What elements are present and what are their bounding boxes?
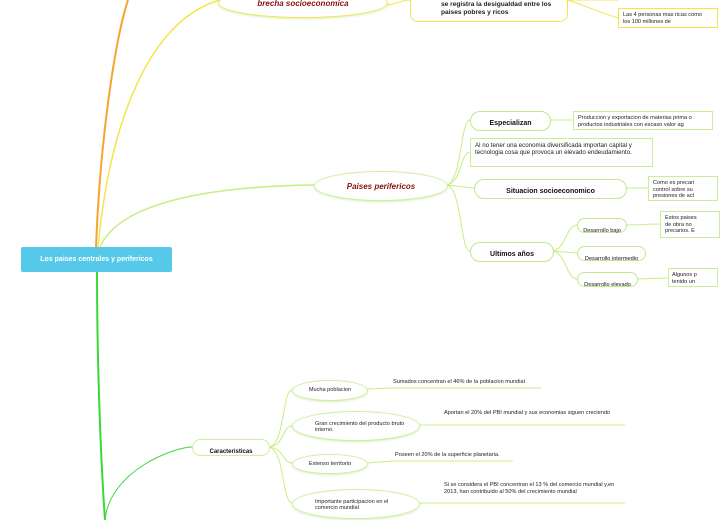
- node-desarrollo-intermedio-label: Desarrollo intermedio: [584, 256, 639, 262]
- node-especializan[interactable]: Especializan: [470, 111, 551, 131]
- node-extenso-territorio[interactable]: Extenso territorio: [292, 454, 368, 474]
- node-desarrollo-bajo[interactable]: Desarrollo bajo: [577, 218, 627, 234]
- node-caracteristicas[interactable]: Caracteristicas: [192, 439, 270, 456]
- node-gran-crecimiento[interactable]: Gran crecimiento del producto bruto inte…: [292, 411, 420, 441]
- note-las-4-personas[interactable]: Las 4 personas mas ricas como los 100 mi…: [618, 8, 718, 28]
- branch-perifericos: [99, 184, 315, 248]
- node-gran-crecimiento-label: Gran crecimiento del producto bruto inte…: [315, 421, 405, 433]
- note-desarrollo-elevado-text: Algunos p tenido un: [672, 272, 697, 285]
- node-desarrollo-bajo-label: Desarrollo bajo: [583, 228, 621, 234]
- node-brecha-label: brecha socioeconomica: [257, 0, 349, 8]
- note-situacion-text: Como es precari control sobre su presion…: [653, 180, 695, 200]
- node-comercio-mundial[interactable]: Importante participacion en el comercio …: [292, 489, 420, 519]
- node-caracteristicas-label: Caracteristicas: [209, 449, 253, 455]
- note-las-4-personas-text: Las 4 personas mas ricas como los 100 mi…: [623, 12, 702, 25]
- branch-bright-green: [96, 271, 106, 520]
- node-paises-perifericos-label: Paises perifericos: [346, 182, 416, 191]
- branch-orange: [95, 0, 129, 248]
- node-ultimos-anos[interactable]: Ultimos años: [470, 242, 554, 262]
- note-superficie-text: Poseen el 20% de la superficie planetari…: [395, 452, 500, 458]
- node-situacion-label: Situacion socioeconomico: [506, 188, 595, 195]
- note-pbi-text: Aportan el 20% del PBI mundial y sus eco…: [444, 410, 611, 416]
- note-produccion[interactable]: Produccion y exportacion de materias pri…: [573, 111, 713, 130]
- node-mucha-poblacion-label: Mucha poblacion: [308, 387, 352, 393]
- node-desarrollo-elevado-label: Desarrollo elevado: [584, 282, 631, 288]
- note-comercio-text: Si se considera el PBI concentran el 13 …: [444, 482, 615, 495]
- root-label: Los paises centrales y perifericos: [40, 256, 153, 263]
- node-mucha-poblacion[interactable]: Mucha poblacion: [292, 380, 368, 401]
- note-desarrollo-bajo[interactable]: Estos paises de obra no precarios. E: [660, 211, 720, 238]
- node-paises-perifericos[interactable]: Paises perifericos: [314, 171, 448, 201]
- node-desarrollo-elevado[interactable]: Desarrollo elevado: [577, 272, 638, 288]
- node-extenso-territorio-label: Extenso territorio: [308, 461, 352, 467]
- note-desigualdad-text: se registra la desigualdad entre los pai…: [441, 1, 552, 16]
- branch-yellow: [97, 0, 221, 248]
- note-intro-perifericos[interactable]: Al no tener una economia diversificada i…: [470, 138, 653, 167]
- root-node[interactable]: Los paises centrales y perifericos: [21, 247, 172, 272]
- note-desarrollo-bajo-text: Estos paises de obra no precarios. E: [665, 215, 697, 235]
- note-desarrollo-elevado[interactable]: Algunos p tenido un: [668, 268, 718, 287]
- note-produccion-text: Produccion y exportacion de materias pri…: [578, 115, 692, 128]
- node-especializan-label: Especializan: [489, 120, 532, 127]
- node-ultimos-label: Ultimos años: [490, 251, 534, 258]
- node-desarrollo-intermedio[interactable]: Desarrollo intermedio: [577, 246, 646, 262]
- note-poblacion-text: Sumados concentran el 46% de la poblacio…: [393, 379, 525, 385]
- connector-lines: [95, 0, 669, 520]
- note-intro-perifericos-text: Al no tener una economia diversificada i…: [475, 142, 632, 157]
- note-situacion[interactable]: Como es precari control sobre su presion…: [648, 176, 718, 201]
- node-situacion-socioeconomico[interactable]: Situacion socioeconomico: [474, 179, 627, 199]
- node-comercio-mundial-label: Importante participacion en el comercio …: [315, 499, 389, 511]
- note-desigualdad[interactable]: se registra la desigualdad entre los pai…: [410, 0, 568, 22]
